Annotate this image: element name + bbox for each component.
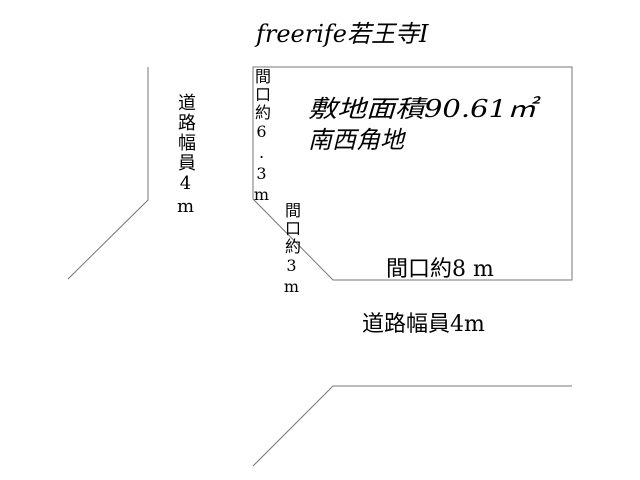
title: freerife若王寺Ⅰ: [254, 20, 429, 48]
south-road-edge: [252, 385, 572, 467]
west-road-width: 道路幅員4m: [175, 93, 196, 219]
lot-corner: 南西角地: [308, 126, 407, 154]
west-road-edge: [67, 67, 149, 280]
south-road-width: 道路幅員4m: [362, 312, 485, 337]
south-frontage: 間口約8 m: [386, 257, 494, 282]
lot-area: 敷地面積90.61㎡: [308, 95, 542, 123]
corner-frontage: 間口約3m: [282, 202, 301, 298]
west-frontage: 間口約6.3m: [252, 68, 271, 206]
lot-boundary: [252, 66, 573, 281]
